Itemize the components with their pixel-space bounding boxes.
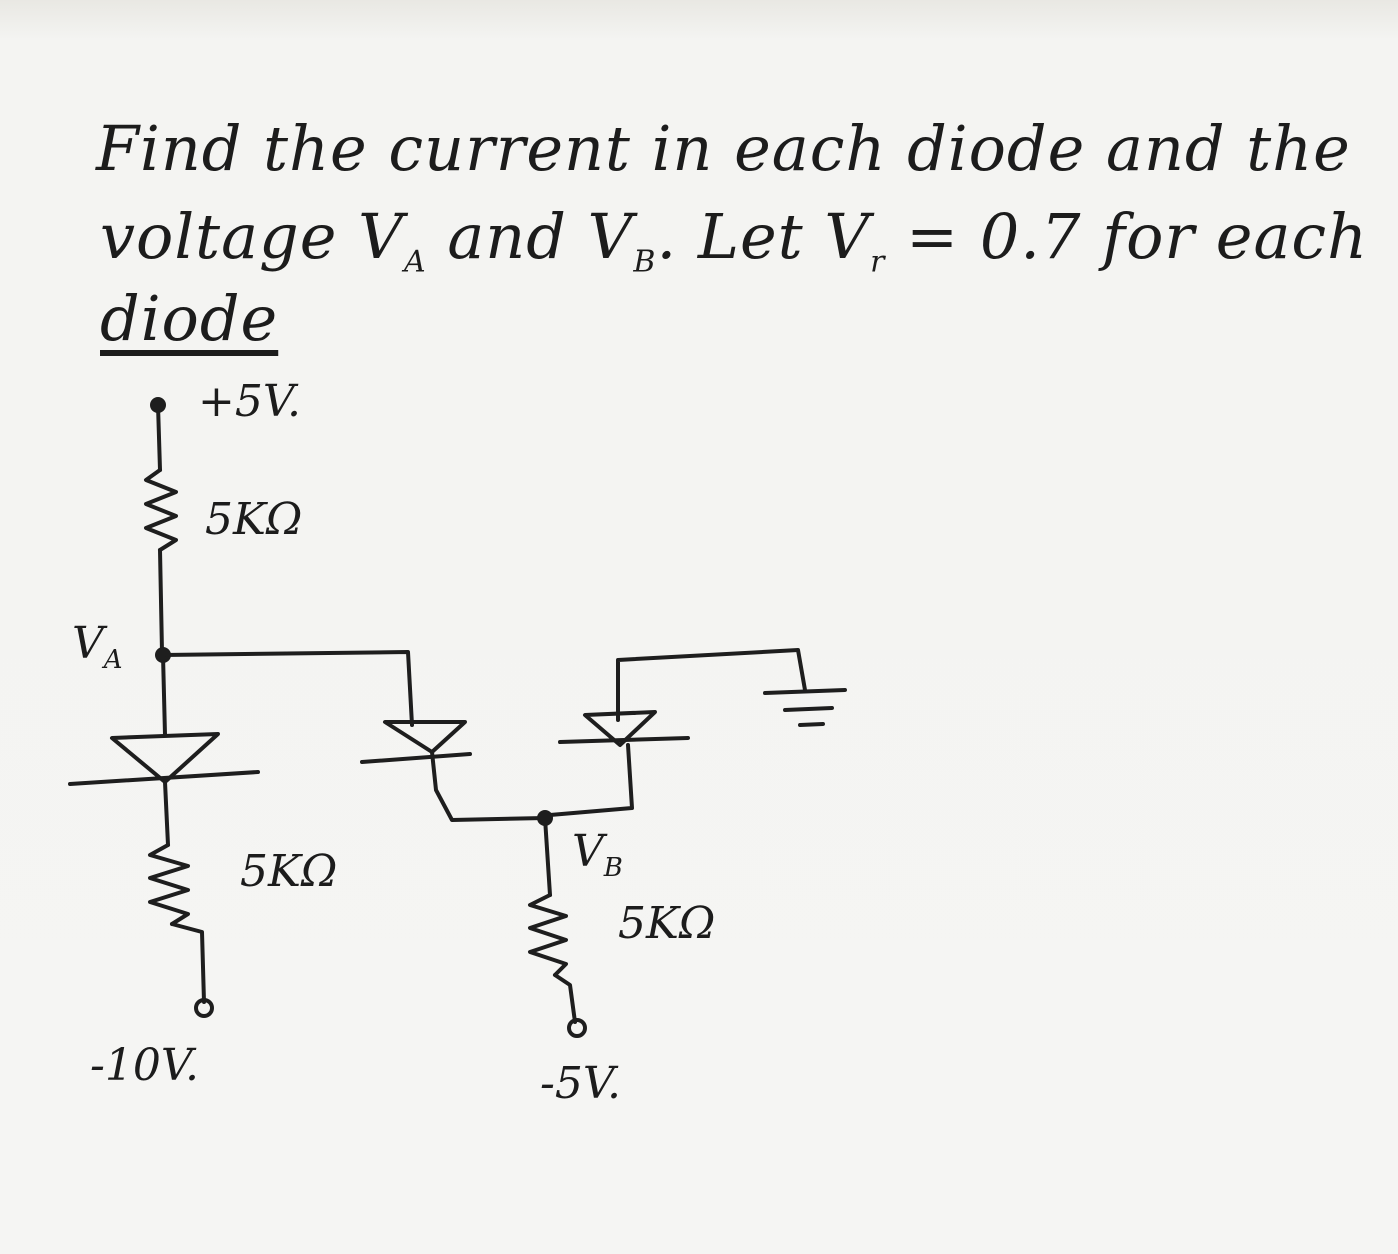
label-resistor-bottom-right: 5KΩ bbox=[618, 898, 716, 949]
wire-diode-2-to-vb bbox=[430, 750, 547, 822]
label-supply-bottom-left: -10V. bbox=[90, 1040, 199, 1091]
wire-vb-down bbox=[543, 816, 552, 897]
supply-bottom-left-node bbox=[194, 998, 214, 1018]
wire-va-to-diode-2 bbox=[161, 650, 414, 727]
question-line-3: diode bbox=[100, 282, 279, 355]
wire-diode-3-to-vb bbox=[548, 743, 634, 817]
diode-3-triangle bbox=[583, 710, 657, 747]
label-resistor-bottom-left: 5KΩ bbox=[240, 846, 338, 897]
label-node-va: VA bbox=[72, 618, 123, 675]
diode-2-bar bbox=[360, 752, 472, 764]
ground-line-3 bbox=[798, 722, 825, 727]
label-supply-bottom-right: -5V. bbox=[540, 1058, 621, 1109]
wire-va-to-diode-1 bbox=[161, 653, 167, 737]
wire-top bbox=[156, 403, 162, 472]
supply-bottom-right-node bbox=[567, 1018, 587, 1038]
diode-3-bar bbox=[558, 736, 690, 744]
question-line-1: Find the current in each diode and the bbox=[96, 112, 1351, 185]
resistor-top bbox=[144, 468, 178, 552]
wire-diode-3-to-ground bbox=[616, 648, 807, 722]
wire-to-minus10 bbox=[170, 922, 206, 1004]
diode-1-bar bbox=[68, 770, 260, 786]
resistor-bottom-left bbox=[148, 843, 190, 926]
wire-top-to-va bbox=[158, 548, 164, 654]
ground-line-2 bbox=[783, 706, 834, 712]
wire-to-minus5 bbox=[553, 973, 577, 1024]
wire-diode-1-down bbox=[163, 780, 170, 847]
label-supply-top: +5V. bbox=[198, 376, 301, 427]
diode-2-triangle bbox=[383, 720, 467, 754]
ground-line-1 bbox=[763, 688, 847, 695]
diode-1-triangle bbox=[110, 732, 220, 784]
label-node-vb: VB bbox=[572, 826, 623, 883]
resistor-bottom-right bbox=[528, 893, 568, 977]
question-line-2: voltage VA and VB. Let Vr = 0.7 for each bbox=[100, 200, 1369, 280]
label-resistor-top: 5KΩ bbox=[205, 494, 303, 545]
